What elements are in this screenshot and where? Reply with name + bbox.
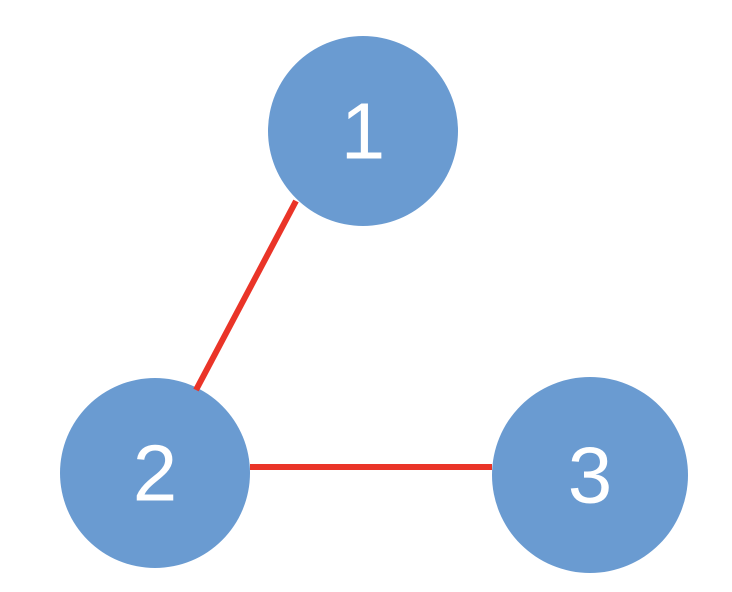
node-label-2: 2 xyxy=(133,429,178,518)
edge-layer xyxy=(193,199,492,470)
node-circle-1 xyxy=(268,36,458,226)
edge-1-2 xyxy=(193,199,299,392)
node-label-3: 3 xyxy=(568,431,613,520)
node-circle-2 xyxy=(60,378,250,568)
node-label-1: 1 xyxy=(341,87,386,176)
node-layer xyxy=(60,36,688,573)
label-layer: 1 2 3 xyxy=(133,87,613,520)
node-circle-3 xyxy=(492,377,688,573)
